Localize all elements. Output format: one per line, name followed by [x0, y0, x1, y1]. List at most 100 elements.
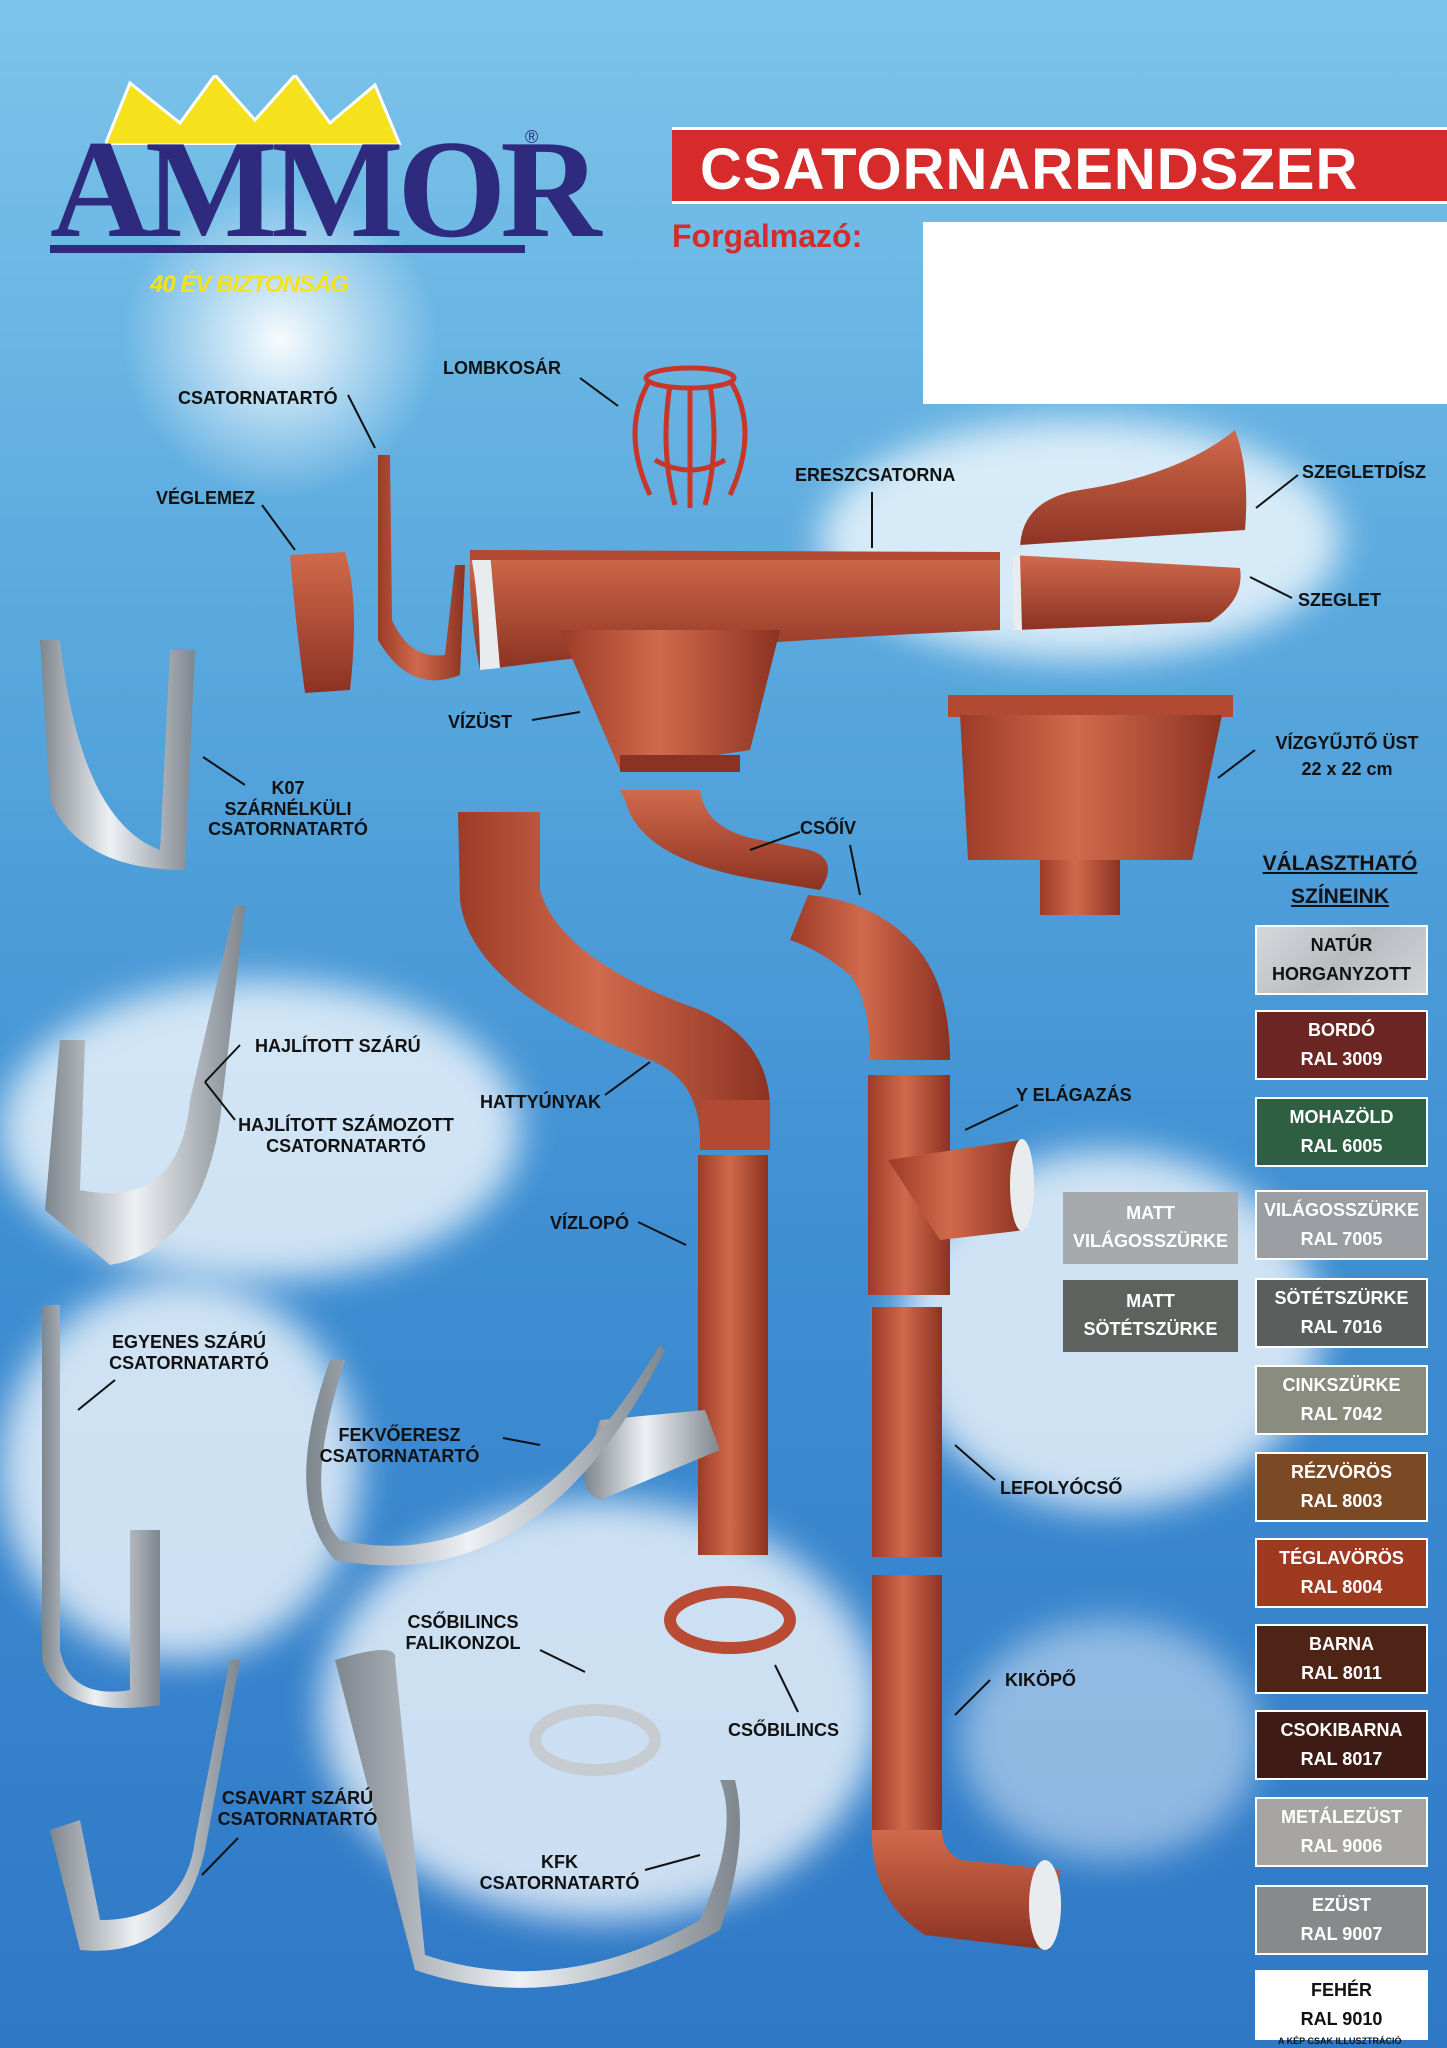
- collector-box: [948, 695, 1233, 915]
- crown-icon: [105, 75, 402, 145]
- color-swatch: EZÜST RAL 9007: [1255, 1885, 1428, 1955]
- label-lombkosar: LOMBKOSÁR: [443, 358, 561, 378]
- label-vizust: VÍZÜST: [448, 712, 513, 732]
- swatch-name: EZÜST: [1311, 1895, 1371, 1916]
- swatch-code: RAL 8004: [1300, 1577, 1383, 1597]
- logo-underline: [50, 245, 525, 253]
- swatch-code: RAL 7042: [1300, 1404, 1383, 1424]
- label-csobilincs-fali: CSŐBILINCS FALIKONZOL: [398, 1612, 528, 1653]
- label-egyenes-line2: CSATORNATARTÓ: [109, 1352, 269, 1373]
- swatch-name: METÁLEZÜST: [1281, 1807, 1402, 1828]
- matt-swatch-line2: VILÁGOSSZÜRKE: [1072, 1231, 1228, 1251]
- fascia-hanger: [306, 1345, 665, 1566]
- ammor-logo: AMMOR ® 40 ÉV BIZTONSÁG: [50, 75, 601, 305]
- colors-title-line1: VÁLASZTHATÓ: [1262, 852, 1418, 875]
- pipe-clip-wall: [529, 1704, 661, 1776]
- color-swatch: VILÁGOSSZÜRKE RAL 7005: [1255, 1190, 1428, 1260]
- color-swatch: BORDÓ RAL 3009: [1255, 1010, 1428, 1080]
- label-csoiv: CSŐÍV: [800, 818, 857, 838]
- color-swatch: RÉZVÖRÖS RAL 8003: [1255, 1452, 1428, 1522]
- swatch-code: RAL 8017: [1300, 1749, 1383, 1769]
- swatch-name: TÉGLAVÖRÖS: [1279, 1548, 1404, 1569]
- swatch-name: CSOKIBARNA: [1280, 1720, 1403, 1741]
- distributor-box: [923, 222, 1447, 404]
- label-hajlitott-szaru: HAJLÍTOTT SZÁRÚ: [255, 1036, 421, 1056]
- swatch-code: RAL 6005: [1300, 1136, 1383, 1156]
- label-szegletdisz: SZEGLETDÍSZ: [1302, 462, 1427, 482]
- pipe-clip: [664, 1586, 796, 1654]
- swatch-name: RÉZVÖRÖS: [1290, 1462, 1392, 1483]
- swatch-code: RAL 7005: [1300, 1229, 1383, 1249]
- colors-title-line2: SZÍNEINK: [1290, 884, 1389, 908]
- end-cap: [290, 552, 354, 693]
- leaf-basket: [632, 365, 748, 508]
- swatch-name: CINKSZÜRKE: [1282, 1375, 1401, 1396]
- label-fekvoeresz: FEKVŐERESZ CSATORNATARTÓ: [312, 1425, 487, 1466]
- label-hattyunyak: HATTYÚNYAK: [480, 1092, 602, 1112]
- matt-swatch-line1: MATT: [1126, 1203, 1175, 1224]
- k07-hanger: [40, 640, 195, 870]
- label-kfk-line2: CSATORNATARTÓ: [479, 1872, 640, 1893]
- hanger: [378, 455, 465, 681]
- label-veglemez: VÉGLEMEZ: [156, 488, 256, 508]
- label-egyenes-line1: EGYENES SZÁRÚ: [111, 1332, 267, 1352]
- label-kfk: KFK CSATORNATARTÓ: [472, 1852, 647, 1893]
- label-csobilincs-fali-line1: CSŐBILINCS: [407, 1612, 519, 1632]
- straight-hanger: [42, 1305, 160, 1708]
- label-hajlitott-szamozott: HAJLÍTOTT SZÁMOZOTT CSATORNATARTÓ: [236, 1115, 456, 1156]
- color-swatch: FEHÉR RAL 9010: [1255, 1970, 1428, 2040]
- label-csavart: CSAVART SZÁRÚ CSATORNATARTÓ: [210, 1788, 385, 1829]
- swan-neck: [458, 812, 770, 1140]
- elbow-lower: [790, 895, 950, 1060]
- swatch-name: BORDÓ: [1308, 1020, 1375, 1041]
- downpipe-lower-right: [872, 1307, 942, 1557]
- color-swatch: CSOKIBARNA RAL 8017: [1255, 1710, 1428, 1780]
- swatch-name: NATÚR: [1310, 935, 1373, 956]
- twisted-hanger: [50, 1660, 240, 1951]
- label-vizgyujto-line1: VÍZGYŰJTŐ ÜST: [1275, 733, 1419, 753]
- swatch-code: RAL 8003: [1300, 1491, 1383, 1511]
- matt-swatch-line2: SÖTÉTSZÜRKE: [1083, 1319, 1218, 1339]
- swatch-code: RAL 8011: [1301, 1663, 1382, 1683]
- rain-diverter: [584, 1410, 720, 1500]
- label-kikopo: KIKÖPŐ: [1005, 1670, 1077, 1690]
- page-title: CSATORNARENDSZER: [700, 137, 1359, 202]
- label-fekvoeresz-line2: CSATORNATARTÓ: [319, 1445, 480, 1466]
- label-csavart-line2: CSATORNATARTÓ: [217, 1808, 378, 1829]
- label-csavart-line1: CSAVART SZÁRÚ: [221, 1788, 374, 1808]
- spout: [871, 1830, 1060, 1950]
- label-vizlopo: VÍZLOPÓ: [550, 1213, 630, 1233]
- color-swatch: NATÚR HORGANYZOTT: [1255, 925, 1428, 995]
- downpipe-left: [698, 1155, 768, 1555]
- elbow-top: [620, 790, 828, 890]
- cloud: [960, 1620, 1260, 1860]
- label-hajlitott-szamozott-line1: HAJLÍTOTT SZÁMOZOTT: [238, 1115, 454, 1135]
- y-branch: [888, 1140, 1025, 1240]
- corner-piece: [1012, 555, 1241, 630]
- swatch-code: HORGANYZOTT: [1272, 964, 1411, 984]
- sun-glow: [120, 180, 440, 500]
- swatch-code: RAL 9007: [1300, 1924, 1383, 1944]
- outlet: [560, 630, 780, 770]
- colors-title: VÁLASZTHATÓ SZÍNEINK: [1250, 848, 1430, 913]
- logo-slogan: 40 ÉV BIZTONSÁG: [150, 271, 349, 298]
- matt-swatch-line1: MATT: [1126, 1291, 1175, 1312]
- swatch-code: RAL 9010: [1300, 2009, 1383, 2029]
- title-banner: CSATORNARENDSZER: [672, 127, 1447, 204]
- label-k07: K07 SZÁRNÉLKÜLI CSATORNATARTÓ: [203, 778, 373, 840]
- corner-trim: [1020, 430, 1247, 550]
- distributor-label: Forgalmazó:: [672, 218, 863, 254]
- swatch-name: SÖTÉTSZÜRKE: [1274, 1288, 1409, 1309]
- swatch-code: RAL 9006: [1300, 1836, 1383, 1856]
- color-swatch: TÉGLAVÖRÖS RAL 8004: [1255, 1538, 1428, 1608]
- swatch-name: VILÁGOSSZÜRKE: [1263, 1200, 1419, 1221]
- registered-mark: ®: [525, 127, 539, 147]
- swatch-code: RAL 3009: [1300, 1049, 1383, 1069]
- label-lefolyocso: LEFOLYÓCSŐ: [1000, 1478, 1123, 1498]
- swatch-name: FEHÉR: [1310, 1980, 1372, 2001]
- label-vizgyujto: VÍZGYŰJTŐ ÜST 22 x 22 cm: [1262, 730, 1432, 782]
- label-k07-line2: SZÁRNÉLKÜLI: [224, 798, 352, 819]
